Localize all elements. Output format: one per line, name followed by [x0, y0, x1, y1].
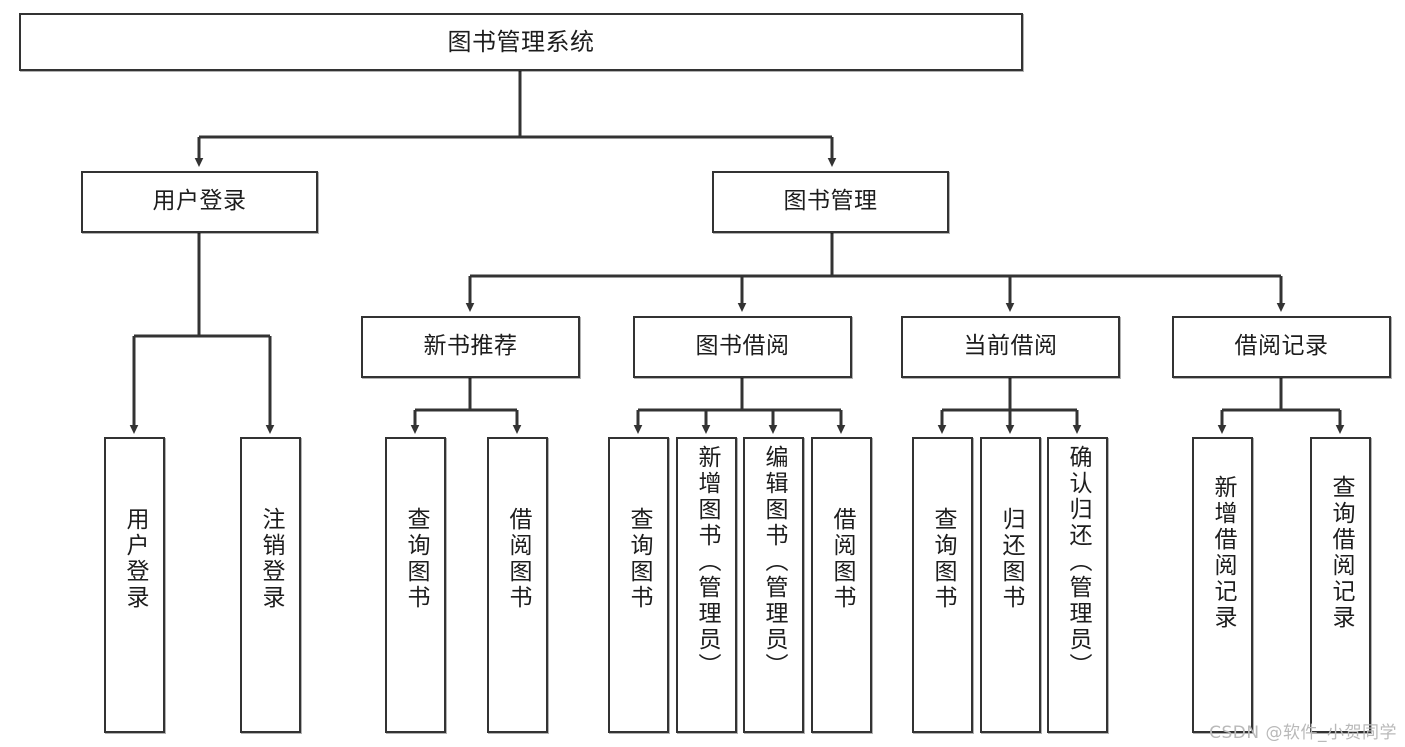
node-label: 用户登录 — [122, 507, 148, 611]
node-label: 查询图书 — [626, 507, 652, 611]
node-label: 用户登录 — [152, 188, 247, 215]
node-book-management[interactable]: 图书管理 — [712, 171, 949, 233]
node-label: 图书管理系统 — [447, 27, 595, 56]
node-label: 借阅图书 — [505, 507, 531, 611]
node-current-borrow[interactable]: 当前借阅 — [901, 316, 1120, 378]
node-label: 新增借阅记录 — [1210, 475, 1236, 631]
node-label: 新增图书（管理员） — [694, 445, 720, 679]
node-label: 确认归还（管理员） — [1065, 445, 1091, 679]
leaf-user-login[interactable]: 用户登录 — [104, 437, 165, 733]
leaf-borrow-book[interactable]: 借阅图书 — [811, 437, 872, 733]
node-book-borrow[interactable]: 图书借阅 — [633, 316, 852, 378]
node-label: 注销登录 — [258, 507, 284, 611]
csdn-watermark: CSDN @软件_小贺同学 — [1209, 723, 1397, 743]
node-label: 图书借阅 — [695, 333, 790, 360]
leaf-query-book-borrow[interactable]: 查询图书 — [608, 437, 669, 733]
node-label: 编辑图书（管理员） — [761, 445, 787, 679]
leaf-query-book-current[interactable]: 查询图书 — [912, 437, 973, 733]
leaf-borrow-book-recommend[interactable]: 借阅图书 — [487, 437, 548, 733]
leaf-add-borrow-record[interactable]: 新增借阅记录 — [1192, 437, 1253, 733]
leaf-query-borrow-record[interactable]: 查询借阅记录 — [1310, 437, 1371, 733]
node-label: 新书推荐 — [423, 333, 518, 360]
leaf-logout[interactable]: 注销登录 — [240, 437, 301, 733]
node-user-login[interactable]: 用户登录 — [81, 171, 318, 233]
node-label: 查询图书 — [403, 507, 429, 611]
leaf-confirm-return-admin[interactable]: 确认归还（管理员） — [1047, 437, 1108, 733]
node-label: 查询图书 — [930, 507, 956, 611]
leaf-add-book-admin[interactable]: 新增图书（管理员） — [676, 437, 737, 733]
node-new-book-recommend[interactable]: 新书推荐 — [361, 316, 580, 378]
node-label: 借阅记录 — [1234, 333, 1329, 360]
leaf-return-book[interactable]: 归还图书 — [980, 437, 1041, 733]
node-label: 查询借阅记录 — [1328, 475, 1354, 631]
node-borrow-records[interactable]: 借阅记录 — [1172, 316, 1391, 378]
leaf-edit-book-admin[interactable]: 编辑图书（管理员） — [743, 437, 804, 733]
leaf-query-book-recommend[interactable]: 查询图书 — [385, 437, 446, 733]
node-label: 当前借阅 — [963, 333, 1058, 360]
node-label: 图书管理 — [783, 188, 878, 215]
node-root-system[interactable]: 图书管理系统 — [19, 13, 1023, 71]
node-label: 借阅图书 — [829, 507, 855, 611]
node-label: 归还图书 — [998, 507, 1024, 611]
